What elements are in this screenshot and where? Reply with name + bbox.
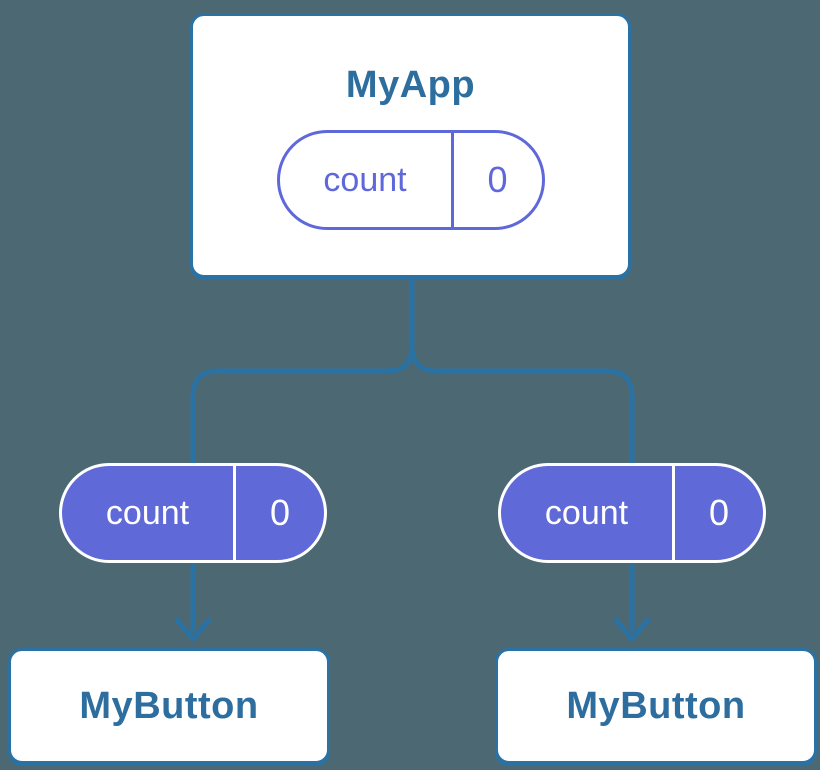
node-mybutton-left-title: MyButton	[79, 685, 259, 727]
arrowhead-right-icon	[613, 617, 651, 642]
prop-pill-right-label: count	[544, 493, 629, 532]
prop-pill-left-label: count	[105, 493, 190, 532]
state-pill-myapp: count 0	[276, 130, 545, 230]
node-mybutton-left: MyButton	[8, 648, 330, 764]
connector-branch-right	[409, 280, 635, 632]
prop-pill-right: count 0	[498, 463, 766, 563]
state-pill-value: 0	[450, 133, 542, 227]
prop-pill-right-value: 0	[672, 466, 763, 560]
node-mybutton-right-title: MyButton	[566, 685, 746, 727]
node-myapp: MyApp count 0	[190, 13, 631, 278]
node-mybutton-right: MyButton	[495, 648, 817, 764]
prop-pill-left-value: 0	[233, 466, 324, 560]
prop-pill-left: count 0	[59, 463, 327, 563]
node-myapp-title: MyApp	[345, 64, 476, 106]
state-pill-label: count	[323, 160, 407, 199]
connector-branch-left	[190, 280, 415, 632]
arrowhead-left-icon	[174, 617, 212, 642]
